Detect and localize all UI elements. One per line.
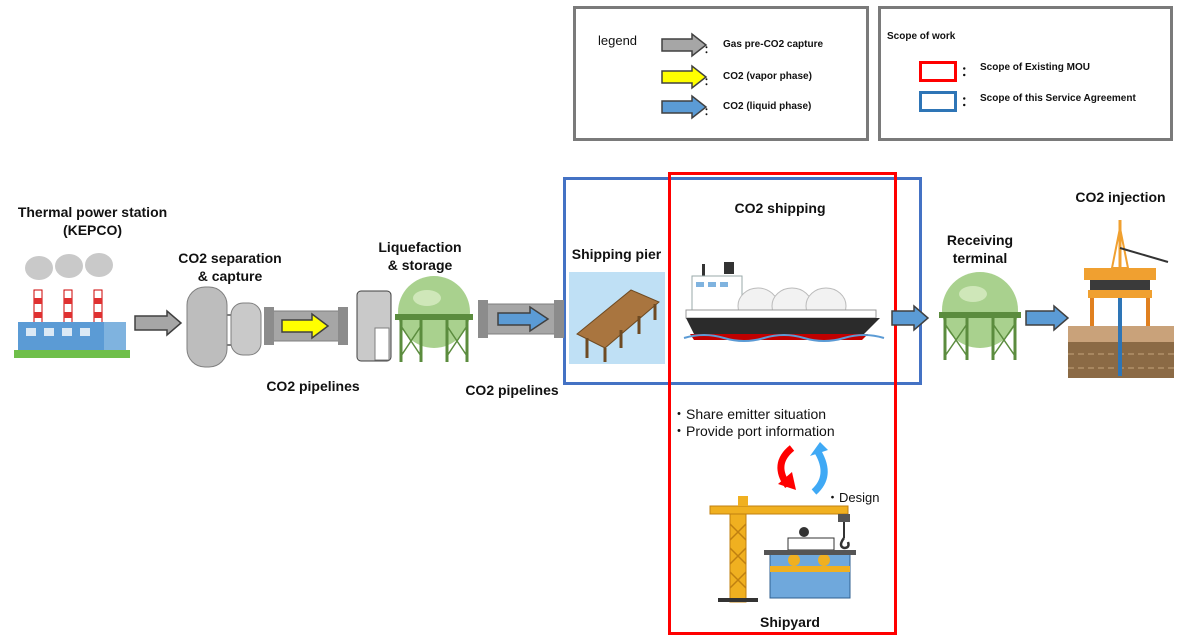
note-provide-port: ・Provide port information [672, 423, 835, 439]
legend-sep: ： [704, 77, 714, 88]
co2-shipping-label: CO2 shipping [734, 200, 826, 216]
service-agreement-scope-frame [563, 177, 922, 385]
separation-capture-icon [186, 286, 262, 368]
legend-arrow-blue-icon [661, 94, 708, 120]
shipping-pier-icon [569, 272, 665, 364]
receiving-terminal-icon [939, 272, 1021, 360]
co2-injection-label: CO2 injection [1075, 189, 1166, 205]
existing-mou-scope-frame [668, 172, 897, 635]
thermal-power-station-icon [14, 253, 130, 358]
scope-title: Scope of work [887, 31, 956, 42]
legend-sep: ： [704, 45, 714, 56]
co2-pipelines-label-1: CO2 pipelines [266, 378, 360, 394]
liquefaction-storage-icon [356, 276, 473, 362]
shipyard-icon [709, 496, 856, 603]
shipping-pier-label: Shipping pier [571, 246, 662, 262]
note-share-emitter: ・Share emitter situation [672, 406, 827, 422]
feedback-cycle-arrows-icon [777, 442, 828, 495]
ship-to-terminal-arrow-icon [891, 304, 930, 332]
pipeline-2-icon [478, 300, 564, 338]
co2-ship-icon [683, 262, 885, 342]
note-design: ・Design [826, 490, 880, 505]
legend-item-vapor: CO2 (vapor phase) [723, 71, 812, 82]
scope-item-service: Scope of this Service Agreement [980, 93, 1136, 104]
pipeline-1-icon [264, 307, 348, 345]
legend-arrow-gray-icon [661, 32, 708, 58]
scope-sep: ： [961, 94, 975, 109]
legend-arrow-yellow-icon [661, 64, 708, 90]
legend-item-gas: Gas pre-CO2 capture [723, 39, 824, 50]
legend-item-liquid: CO2 (liquid phase) [723, 101, 812, 112]
legend-title: legend [598, 33, 638, 48]
scope-swatch-red [919, 61, 957, 82]
terminal-to-injection-arrow-icon [1025, 304, 1070, 332]
thermal-power-station-label: Thermal power station (KEPCO) [17, 204, 168, 238]
receiving-terminal-label: Receiving terminal [946, 232, 1014, 266]
shipyard-label: Shipyard [760, 614, 820, 630]
scope-swatch-blue [919, 91, 957, 112]
scope-box: Scope of work ： Scope of Existing MOU ： … [878, 6, 1173, 141]
liquefaction-label: Liquefaction & storage [378, 239, 462, 273]
co2-separation-label: CO2 separation & capture [178, 250, 282, 284]
co2-injection-rig-icon [1068, 220, 1174, 378]
legend-box: legend ： Gas pre-CO2 capture ： CO2 (vapo… [573, 6, 869, 141]
scope-sep: ： [961, 64, 975, 79]
gas-flow-arrow-icon [134, 309, 183, 337]
co2-pipelines-label-2: CO2 pipelines [465, 382, 559, 398]
legend-sep: ： [704, 107, 714, 118]
scope-item-mou: Scope of Existing MOU [980, 62, 1091, 73]
